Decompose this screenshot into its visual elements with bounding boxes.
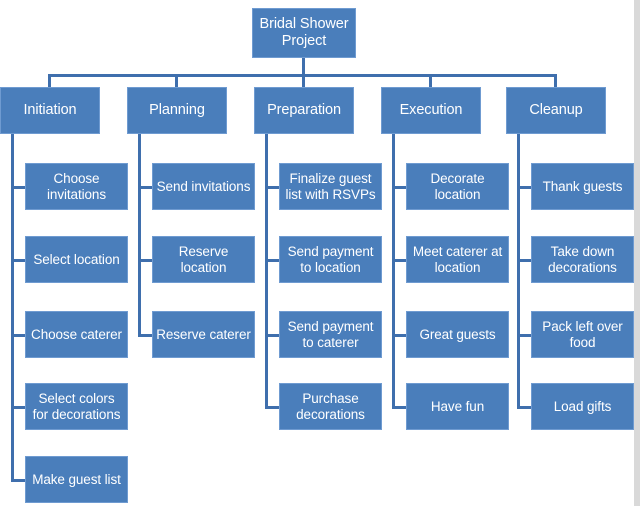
connector-bus-drop-planning — [175, 74, 178, 87]
connector-stub-planning-2 — [138, 259, 153, 262]
connector-bus-drop-preparation — [302, 74, 305, 87]
task-execution-3[interactable]: Great guests — [406, 311, 509, 358]
connector-stub-preparation-1 — [265, 186, 280, 189]
page-edge-strip — [634, 0, 640, 506]
task-cleanup-3[interactable]: Pack left over food — [531, 311, 634, 358]
task-planning-1[interactable]: Send invitations — [152, 163, 255, 210]
connector-stub-initiation-5 — [11, 479, 26, 482]
connector-stub-cleanup-1 — [517, 186, 532, 189]
phase-header-initiation[interactable]: Initiation — [0, 87, 100, 134]
connector-spine-cleanup — [517, 134, 520, 409]
phase-header-planning[interactable]: Planning — [127, 87, 227, 134]
task-execution-4[interactable]: Have fun — [406, 383, 509, 430]
connector-stub-cleanup-3 — [517, 334, 532, 337]
connector-stub-execution-4 — [392, 406, 407, 409]
task-cleanup-1[interactable]: Thank guests — [531, 163, 634, 210]
connector-stub-planning-3 — [138, 334, 153, 337]
connector-stub-execution-1 — [392, 186, 407, 189]
connector-stub-initiation-2 — [11, 259, 26, 262]
connector-stub-execution-3 — [392, 334, 407, 337]
phase-header-cleanup[interactable]: Cleanup — [506, 87, 606, 134]
phase-header-preparation[interactable]: Preparation — [254, 87, 354, 134]
connector-bus-drop-execution — [429, 74, 432, 87]
task-initiation-5[interactable]: Make guest list — [25, 456, 128, 503]
task-initiation-1[interactable]: Choose invitations — [25, 163, 128, 210]
connector-bus-drop-cleanup — [554, 74, 557, 87]
connector-stub-preparation-3 — [265, 334, 280, 337]
task-planning-3[interactable]: Reserve caterer — [152, 311, 255, 358]
connector-stub-cleanup-2 — [517, 259, 532, 262]
task-preparation-3[interactable]: Send payment to caterer — [279, 311, 382, 358]
connector-stub-preparation-4 — [265, 406, 280, 409]
task-initiation-3[interactable]: Choose caterer — [25, 311, 128, 358]
connector-stub-preparation-2 — [265, 259, 280, 262]
task-preparation-4[interactable]: Purchase decorations — [279, 383, 382, 430]
connector-spine-preparation — [265, 134, 268, 409]
connector-stub-initiation-1 — [11, 186, 26, 189]
connector-stub-planning-1 — [138, 186, 153, 189]
connector-root-drop — [302, 58, 305, 75]
phase-header-execution[interactable]: Execution — [381, 87, 481, 134]
connector-stub-cleanup-4 — [517, 406, 532, 409]
task-planning-2[interactable]: Reserve location — [152, 236, 255, 283]
task-preparation-1[interactable]: Finalize guest list with RSVPs — [279, 163, 382, 210]
task-cleanup-4[interactable]: Load gifts — [531, 383, 634, 430]
connector-stub-execution-2 — [392, 259, 407, 262]
task-cleanup-2[interactable]: Take down decorations — [531, 236, 634, 283]
root-node-bridal-shower-project[interactable]: Bridal Shower Project — [252, 8, 356, 58]
connector-bus-drop-initiation — [48, 74, 51, 87]
connector-spine-execution — [392, 134, 395, 409]
task-execution-1[interactable]: Decorate location — [406, 163, 509, 210]
connector-spine-initiation — [11, 134, 14, 482]
connector-spine-planning — [138, 134, 141, 336]
task-initiation-2[interactable]: Select location — [25, 236, 128, 283]
task-execution-2[interactable]: Meet caterer at location — [406, 236, 509, 283]
task-initiation-4[interactable]: Select colors for decorations — [25, 383, 128, 430]
connector-stub-initiation-3 — [11, 334, 26, 337]
connector-stub-initiation-4 — [11, 406, 26, 409]
task-preparation-2[interactable]: Send payment to location — [279, 236, 382, 283]
